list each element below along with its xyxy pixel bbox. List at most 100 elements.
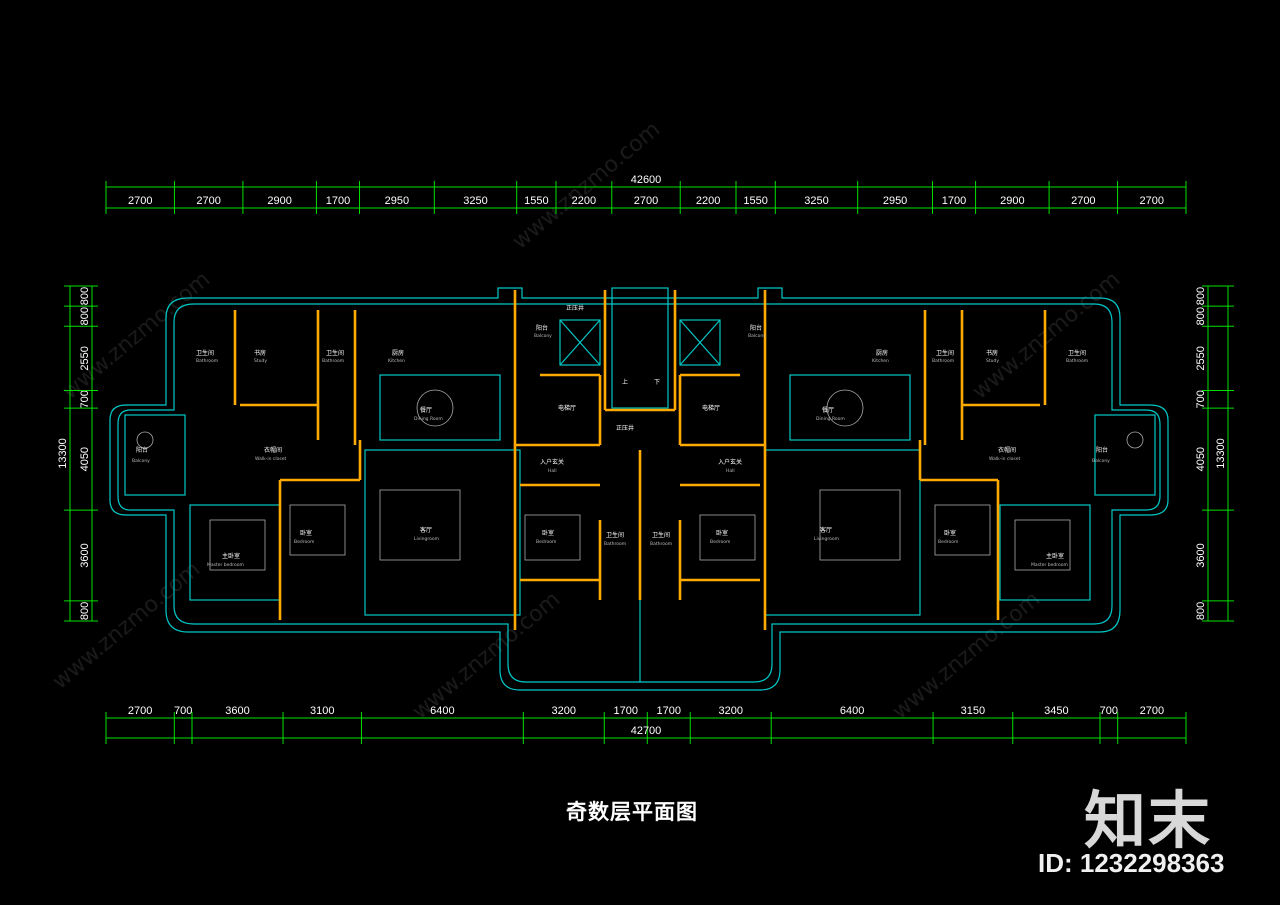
room-label: 卫生间 [326,349,344,357]
dimension-value: 2200 [572,195,596,207]
dimension-total: 13300 [57,438,69,469]
watermark-text: www.znzmo.com [48,557,205,695]
room-label: 阳台 [750,324,762,332]
dimension-value: 4050 [79,447,91,471]
dimension-value: 6400 [840,705,864,717]
room-label-en: Bedroom [536,539,556,545]
room-label: 主卧室 [222,552,240,560]
room-label-en: Master bedroom [1031,562,1068,568]
dimension-value: 800 [1195,602,1207,620]
dimension-value: 3250 [804,195,828,207]
room-label-en: Balcony [534,333,552,339]
room-label: 正压井 [566,304,584,312]
room-label-en: Hall [548,468,557,474]
dimension-value: 2700 [128,195,152,207]
dimension-value: 2950 [385,195,409,207]
room-label: 卫生间 [652,531,670,539]
dimension-value: 800 [1195,307,1207,325]
dimension-value: 700 [1100,705,1118,717]
room-label: 正压井 [616,424,634,432]
building-outline [109,287,1169,691]
room-label: 主卧室 [1046,552,1064,560]
dimension-value: 800 [1195,287,1207,305]
room-label: 卧室 [716,529,728,537]
room-label: 衣帽间 [264,446,282,454]
room-label-en: Walk-in closet [989,456,1021,462]
image-id-label: ID: 1232298363 [1038,848,1225,878]
room-label-en: Bedroom [938,539,958,545]
room-label: 电梯厅 [558,404,576,412]
room-label-en: Master bedroom [207,562,244,568]
dimension-value: 700 [174,705,192,717]
room-label: 入户玄关 [718,458,742,466]
dimension-value: 700 [1195,390,1207,408]
dimension-value: 1550 [524,195,548,207]
room-label-en: Kitchen [872,358,889,364]
dimension-value: 3250 [463,195,487,207]
top-dimensions: 2700 2700 2900 1700 2950 3250 1550 2200 2700 2200… [105,174,1187,214]
dimension-value: 800 [79,602,91,620]
room-label: 卧室 [944,529,956,537]
room-label: 卧室 [300,529,312,537]
dimension-value: 1700 [326,195,350,207]
interior-walls [233,290,1047,630]
room-label: 书房 [254,349,266,357]
room-label: 阳台 [1096,446,1108,454]
room-label-en: Balcony [132,458,150,464]
room-label: 衣帽间 [998,446,1016,454]
room-label: 阳台 [136,446,148,454]
room-label-en: Livingroom [414,536,439,542]
dimension-value: 2700 [128,705,152,717]
brand-logo: 知末 [1084,784,1213,857]
room-label-en: Kitchen [388,358,405,364]
dimension-value: 2700 [1140,705,1164,717]
plan-title: 奇数层平面图 [566,800,698,824]
dimension-total: 42700 [631,725,662,737]
room-label-en: Bathroom [604,541,626,547]
dimension-value: 1700 [657,705,681,717]
dimension-value: 700 [79,390,91,408]
dimension-value: 2200 [696,195,720,207]
dimension-value: 2550 [1195,346,1207,370]
dimension-value: 3200 [552,705,576,717]
room-label: 客厅 [420,526,432,534]
furniture [136,389,1144,571]
dimension-value: 2700 [1140,195,1164,207]
dimension-value: 3600 [225,705,249,717]
room-label: 阳台 [536,324,548,332]
dimension-value: 2900 [267,195,291,207]
room-label-en: Bathroom [1066,358,1088,364]
stair-label: 上 [622,378,628,386]
room-label-en: Balcony [1092,458,1110,464]
stair-label: 下 [654,379,660,386]
dimension-value: 3600 [79,543,91,567]
dimension-total: 42600 [631,174,662,186]
watermark-text: www.znzmo.com [968,267,1125,405]
dimension-value: 800 [79,287,91,305]
room-label-en: Bathroom [932,358,954,364]
room-label-en: Walk-in closet [255,456,287,462]
dimension-value: 2550 [79,346,91,370]
room-label-en: Bedroom [294,539,314,545]
room-label: 卫生间 [1068,349,1086,357]
dimension-value: 4050 [1195,447,1207,471]
room-label-en: Bathroom [196,358,218,364]
room-label: 入户玄关 [540,458,564,466]
dimension-value: 2700 [1071,195,1095,207]
room-label: 厨房 [876,349,888,357]
room-label: 客厅 [820,526,832,534]
room-label: 卫生间 [936,349,954,357]
dimension-value: 6400 [430,705,454,717]
dimension-total: 13300 [1215,438,1227,469]
watermark-text: www.znzmo.com [408,587,565,725]
dimension-value: 1550 [743,195,767,207]
room-label: 厨房 [392,349,404,357]
room-label-en: Livingroom [814,536,839,542]
room-label: 卫生间 [196,349,214,357]
room-label-en: Hall [726,468,735,474]
room-label-en: Study [254,358,267,364]
room-label: 餐厅 [420,406,432,414]
